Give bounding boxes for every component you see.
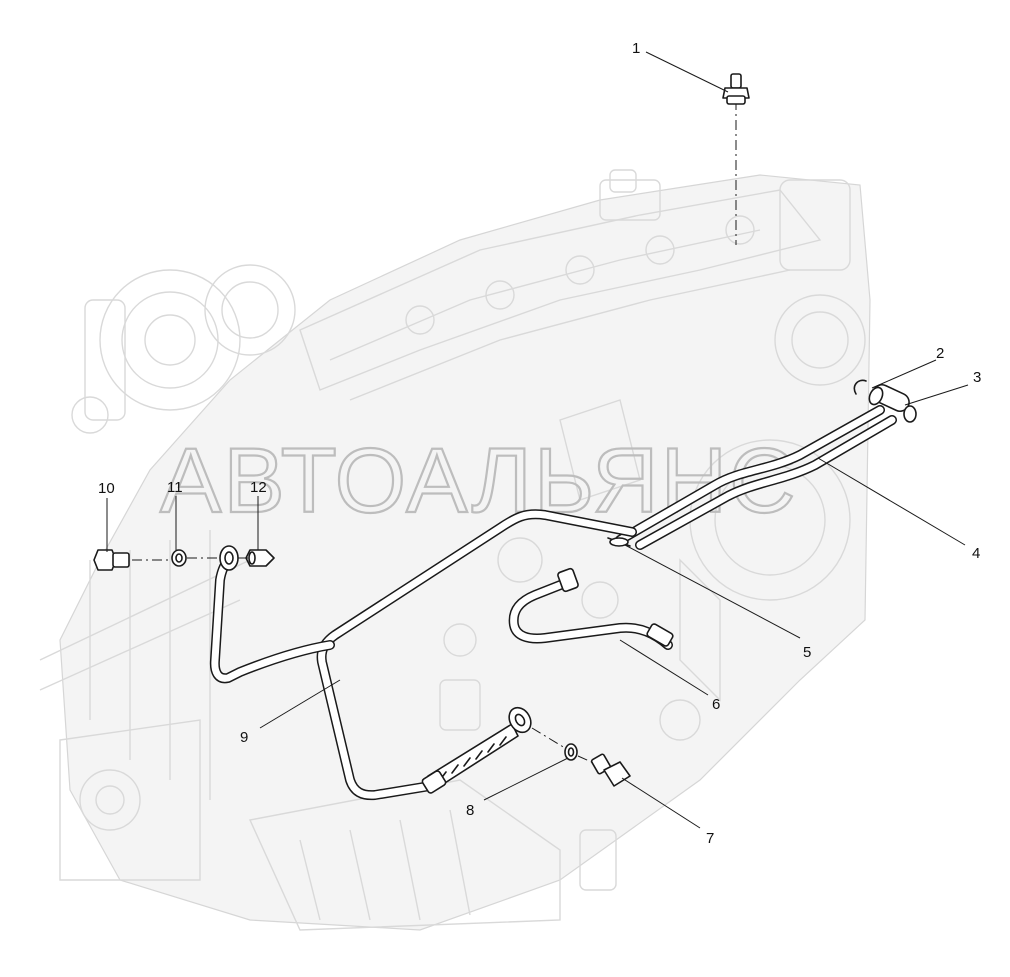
callout-9: 9 [240,729,248,746]
callout-10: 10 [98,480,115,497]
part-6-bent-pipe [508,567,674,650]
part-7-banjo-bolt [590,753,631,787]
engine-background [39,169,871,931]
part-11-sealing-washer [171,549,218,567]
callout-6: 6 [712,696,720,713]
part-2-clamp-ring [853,379,867,395]
callout-7: 7 [706,830,714,847]
callout-12: 12 [250,479,267,496]
part-3-tee-fitting [868,383,917,423]
callout-1: 1 [632,40,640,57]
part-12-nut [238,549,275,567]
callout-8: 8 [466,802,474,819]
part-9-pipe-assembly [209,509,637,801]
part-1-breather-valve [722,73,750,245]
callout-2: 2 [936,345,944,362]
part-4-twin-pipe [615,405,897,550]
callout-labels: 1 2 3 4 5 6 7 8 9 10 11 12 [98,40,981,847]
leader-lines [106,51,969,829]
part-5-pipe-clip [607,537,631,547]
part-8-sealing-washer [564,743,597,765]
part-10-banjo-bolt [93,549,170,571]
callout-4: 4 [972,545,980,562]
callout-3: 3 [973,369,981,386]
callout-11: 11 [167,479,183,496]
callout-5: 5 [803,644,811,661]
